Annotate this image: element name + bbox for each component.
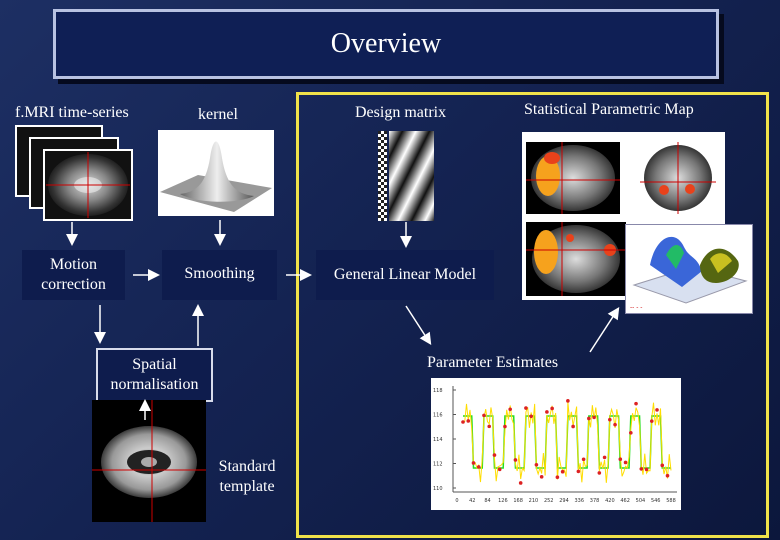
spatial-normalisation-text: Spatial normalisation bbox=[110, 356, 199, 393]
data-point bbox=[492, 453, 497, 457]
smoothing-box: Smoothing bbox=[162, 250, 277, 300]
data-point bbox=[471, 461, 476, 465]
arrow-estimates-to-spm bbox=[589, 306, 620, 353]
data-point bbox=[497, 467, 502, 472]
data-point bbox=[628, 431, 633, 435]
x-tick-label: 546 bbox=[651, 498, 661, 504]
title-banner: Overview bbox=[53, 9, 719, 79]
motion-correction-text: Motion correction bbox=[41, 256, 106, 293]
fmri-stack-image bbox=[15, 125, 134, 222]
data-point bbox=[513, 458, 518, 462]
arrow-glm-to-estimates bbox=[405, 305, 432, 346]
y-tick-label: 116 bbox=[433, 413, 443, 419]
x-tick-label: 84 bbox=[484, 498, 490, 504]
x-tick-label: 42 bbox=[469, 498, 475, 504]
motion-correction-box: Motion correction bbox=[22, 250, 125, 300]
data-point bbox=[466, 419, 471, 423]
data-point bbox=[508, 407, 512, 412]
glm-text: General Linear Model bbox=[333, 266, 477, 283]
x-tick-label: 504 bbox=[636, 498, 646, 504]
data-point bbox=[592, 415, 596, 420]
data-point bbox=[524, 406, 528, 410]
data-point bbox=[623, 460, 628, 465]
data-point bbox=[581, 457, 586, 462]
spm-label: Statistical Parametric Map bbox=[524, 101, 694, 118]
standard-template-image bbox=[92, 400, 206, 522]
x-tick-label: 0 bbox=[455, 498, 458, 504]
surface-plot-image: -- - - bbox=[625, 224, 753, 314]
x-tick-label: 168 bbox=[513, 498, 523, 504]
y-tick-label: 118 bbox=[433, 388, 443, 394]
standard-template-label-box: Standard template bbox=[210, 452, 284, 502]
data-point bbox=[476, 465, 481, 469]
data-point bbox=[655, 408, 659, 412]
x-tick-label: 588 bbox=[666, 498, 676, 504]
statistics-frame bbox=[296, 92, 769, 538]
x-tick-label: 126 bbox=[498, 498, 508, 504]
data-point bbox=[534, 463, 539, 467]
data-point bbox=[566, 399, 570, 403]
x-tick-label: 210 bbox=[529, 498, 539, 504]
data-line bbox=[462, 401, 672, 483]
data-point bbox=[550, 406, 554, 411]
x-tick-label: 462 bbox=[620, 498, 630, 504]
data-point bbox=[613, 422, 617, 427]
data-point bbox=[555, 475, 560, 480]
design-matrix-image bbox=[378, 131, 434, 221]
data-point bbox=[461, 420, 465, 424]
data-point bbox=[482, 413, 486, 418]
y-tick-label: 114 bbox=[433, 437, 443, 443]
data-point bbox=[576, 469, 581, 474]
x-tick-label: 378 bbox=[590, 498, 600, 504]
data-point bbox=[571, 424, 575, 429]
glm-box: General Linear Model bbox=[316, 250, 494, 300]
svg-text:-- - -: -- - - bbox=[630, 304, 642, 311]
data-point bbox=[634, 401, 638, 406]
data-point bbox=[529, 414, 533, 419]
kernel-label: kernel bbox=[198, 106, 238, 123]
data-point bbox=[587, 416, 591, 421]
data-point bbox=[660, 463, 665, 468]
data-point bbox=[539, 475, 544, 479]
x-tick-label: 420 bbox=[605, 498, 615, 504]
y-tick-label: 112 bbox=[433, 462, 443, 468]
data-point bbox=[608, 417, 612, 422]
data-point bbox=[518, 481, 523, 485]
data-point bbox=[649, 419, 654, 423]
data-point bbox=[503, 424, 507, 429]
data-point bbox=[665, 473, 670, 478]
design-matrix-label: Design matrix bbox=[355, 104, 447, 121]
data-point bbox=[560, 469, 565, 474]
x-tick-label: 252 bbox=[544, 498, 554, 504]
data-point bbox=[487, 424, 492, 429]
data-point bbox=[639, 467, 644, 471]
kernel-image bbox=[158, 130, 274, 216]
data-point bbox=[618, 457, 623, 462]
parameter-estimates-chart: 118 116 114 112 110 0 42 84 126 168 210 252 294 336 3… bbox=[431, 378, 681, 510]
x-tick-label: 336 bbox=[575, 498, 585, 504]
smoothing-text: Smoothing bbox=[184, 265, 255, 282]
data-point bbox=[597, 471, 602, 475]
spm-image bbox=[522, 132, 725, 300]
y-tick-label: 110 bbox=[433, 486, 443, 492]
x-tick-label: 294 bbox=[559, 498, 569, 504]
data-point bbox=[602, 455, 607, 460]
standard-template-text: Standard template bbox=[218, 458, 276, 495]
parameter-estimates-label: Parameter Estimates bbox=[427, 354, 559, 371]
data-point bbox=[644, 467, 649, 472]
data-point bbox=[545, 410, 549, 414]
page-title: Overview bbox=[330, 28, 442, 59]
fmri-label: f.MRI time-series bbox=[15, 104, 129, 121]
